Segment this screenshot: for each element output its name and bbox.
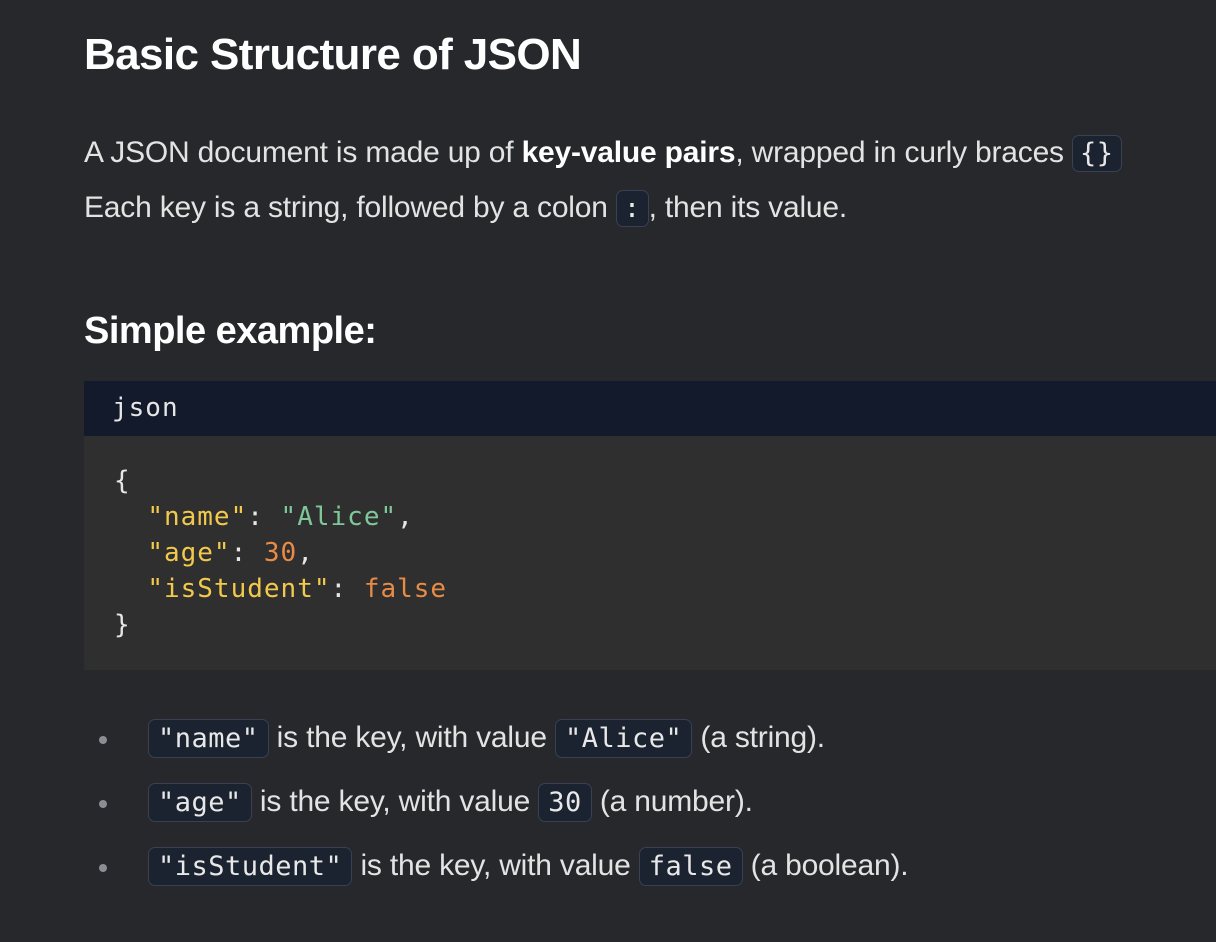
intro-paragraph-2: Each key is a string, followed by a colo…: [84, 190, 848, 227]
explanation-list: "name" is the key, with value "Alice" (a…: [84, 712, 909, 904]
intro-text: Each key is a string, followed by a colo…: [84, 191, 616, 224]
document-content: Basic Structure of JSON A JSON document …: [84, 0, 1216, 942]
bullet-dot-icon: [99, 800, 107, 808]
intro-paragraph-1: A JSON document is made up of key-value …: [84, 135, 1122, 172]
list-item-description: (a number).: [591, 785, 753, 818]
page-title: Basic Structure of JSON: [84, 30, 582, 79]
example-heading: Simple example:: [84, 310, 377, 352]
code-separator: :: [247, 502, 281, 532]
code-block[interactable]: json { "name": "Alice", "age": 30, "isSt…: [84, 381, 1216, 670]
code-comma: ,: [397, 502, 414, 532]
inline-code-value: "Alice": [555, 719, 693, 758]
code-value-boolean: false: [363, 574, 448, 604]
list-item: "age" is the key, with value 30 (a numbe…: [84, 776, 908, 840]
intro-text: , wrapped in curly braces: [735, 136, 1072, 169]
list-item-text: is the key, with value: [352, 849, 639, 882]
inline-code-value: false: [638, 847, 743, 886]
code-comma: ,: [297, 538, 314, 568]
code-open-brace: {: [114, 466, 131, 496]
code-language-label: json: [112, 393, 179, 423]
list-item-description: (a string).: [692, 721, 825, 754]
list-item-description: (a boolean).: [742, 849, 909, 882]
inline-code-key: "isStudent": [148, 847, 353, 886]
code-separator: :: [330, 574, 364, 604]
list-item: "name" is the key, with value "Alice" (a…: [84, 712, 908, 776]
code-block-header: json: [84, 381, 1216, 436]
code-content[interactable]: { "name": "Alice", "age": 30, "isStudent…: [114, 463, 447, 643]
code-key: "age": [147, 538, 231, 568]
inline-code-colon: :: [615, 190, 649, 227]
inline-code-braces: {}: [1072, 135, 1122, 172]
code-value-string: "Alice": [280, 502, 398, 532]
code-separator: :: [230, 538, 264, 568]
inline-code-value: 30: [538, 783, 592, 822]
bullet-dot-icon: [99, 864, 107, 872]
bullet-dot-icon: [99, 736, 107, 744]
code-key: "isStudent": [147, 574, 331, 604]
list-item-text: is the key, with value: [268, 721, 555, 754]
code-key: "name": [147, 502, 248, 532]
code-close-brace: }: [114, 610, 131, 640]
list-item-text: is the key, with value: [251, 785, 539, 818]
intro-text: A JSON document is made up of: [84, 136, 522, 169]
intro-bold-text: key-value pairs: [521, 136, 736, 169]
intro-text: , then its value.: [648, 191, 848, 224]
list-item: "isStudent" is the key, with value false…: [84, 840, 909, 904]
inline-code-key: "age": [148, 783, 252, 822]
inline-code-key: "name": [148, 719, 269, 758]
code-value-number: 30: [263, 538, 298, 568]
